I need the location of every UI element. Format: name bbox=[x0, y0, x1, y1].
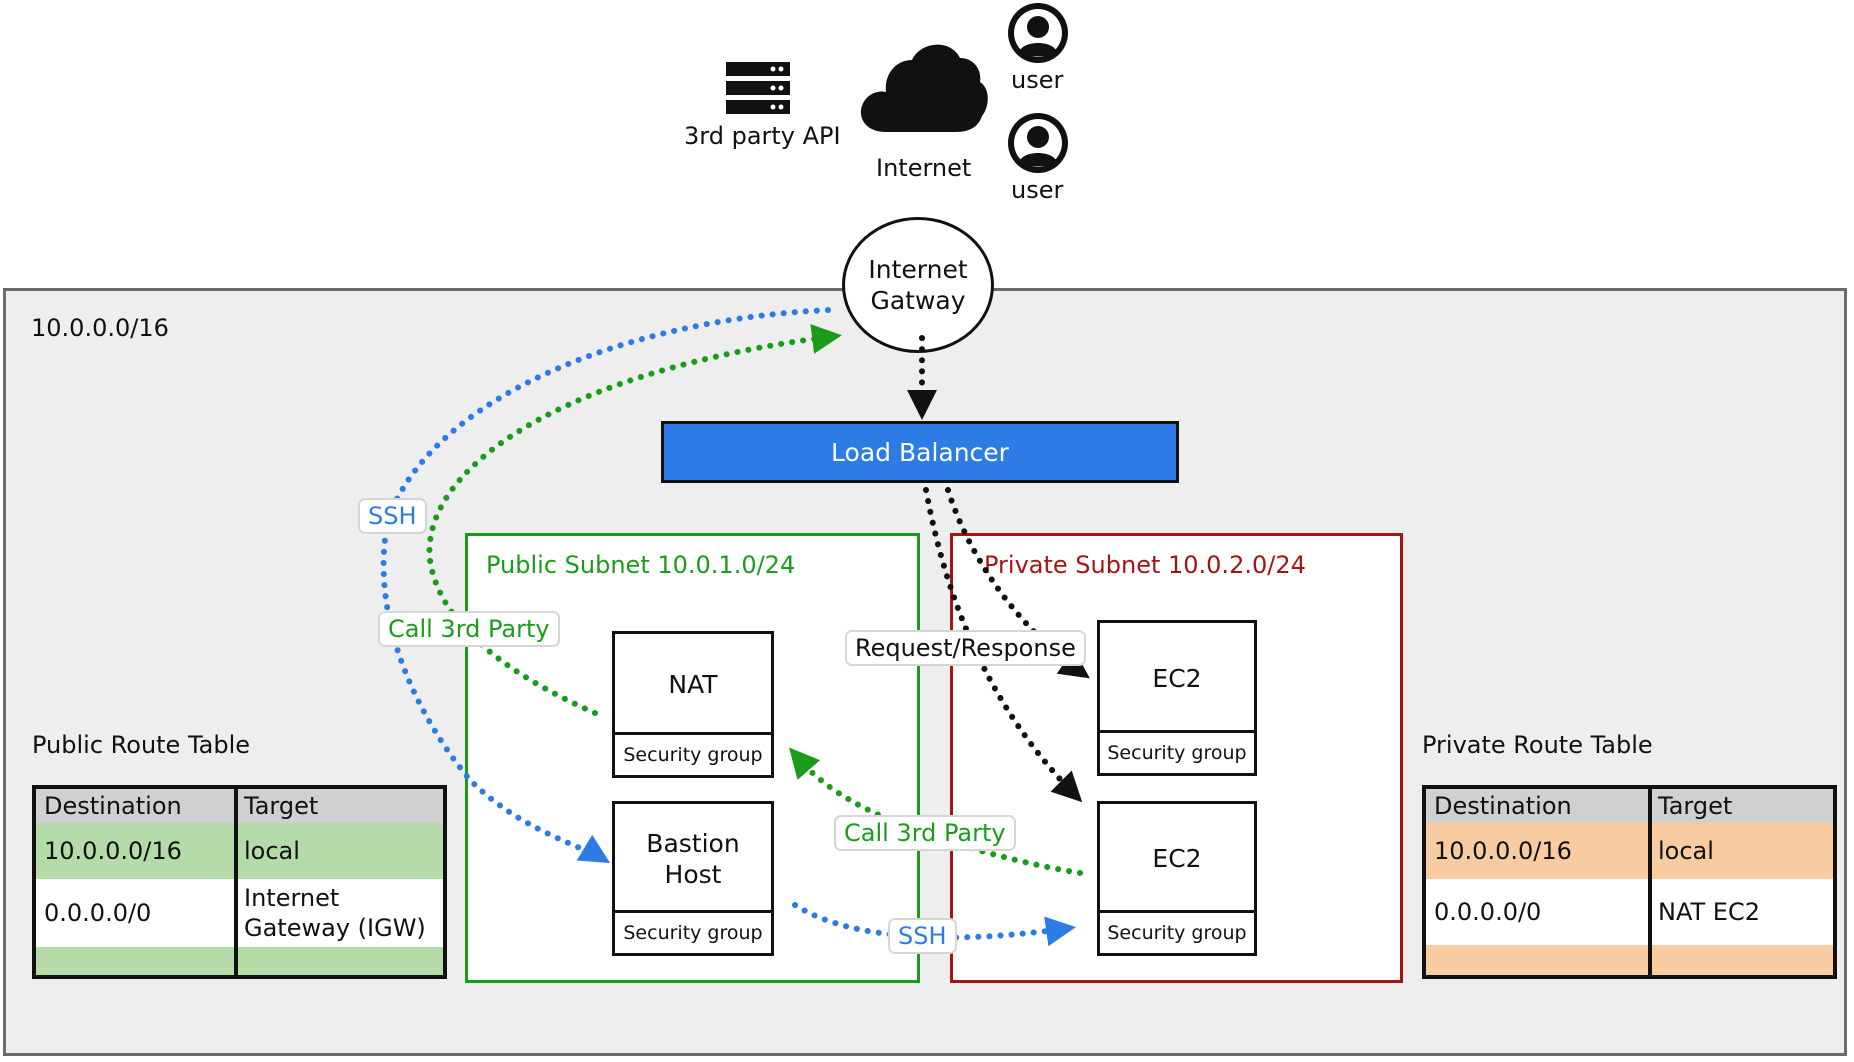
api-label: 3rd party API bbox=[684, 122, 841, 150]
bastion-security-group: Security group bbox=[615, 910, 771, 953]
cloud-icon bbox=[860, 44, 988, 132]
internet-label: Internet bbox=[876, 154, 972, 182]
gateway-line2: Gatway bbox=[870, 286, 966, 315]
public-route-table: Destination Target 10.0.0.0/16 local 0.0… bbox=[32, 785, 447, 979]
call-3rd-party-edge-label: Call 3rd Party bbox=[378, 611, 560, 647]
ssh-edge-label: SSH bbox=[358, 498, 427, 534]
user-label: user bbox=[1011, 176, 1064, 204]
table-row: 0.0.0.0/0 Internet Gateway (IGW) bbox=[36, 879, 443, 947]
table-cell: Internet Gateway (IGW) bbox=[244, 884, 426, 942]
nat-security-group: Security group bbox=[615, 732, 771, 775]
ec2-security-group: Security group bbox=[1100, 910, 1254, 953]
server-icon bbox=[726, 62, 790, 114]
table-cell: local bbox=[244, 837, 300, 865]
table-header-cell: Destination bbox=[44, 792, 182, 820]
load-balancer: Load Balancer bbox=[661, 421, 1179, 483]
table-header-cell: Target bbox=[1658, 792, 1733, 820]
table-cell: 10.0.0.0/16 bbox=[44, 837, 182, 865]
user-label: user bbox=[1011, 66, 1064, 94]
table-header-row: Destination Target bbox=[36, 789, 443, 823]
ssh-edge-label: SSH bbox=[888, 918, 957, 954]
ec2-security-group: Security group bbox=[1100, 730, 1254, 773]
table-cell: local bbox=[1658, 837, 1714, 865]
table-row bbox=[36, 947, 443, 975]
table-divider bbox=[1648, 789, 1652, 975]
user-icon bbox=[1008, 113, 1068, 173]
ec2-label: EC2 bbox=[1152, 844, 1202, 873]
private-route-table-title: Private Route Table bbox=[1422, 731, 1653, 759]
private-subnet-label: Private Subnet 10.0.2.0/24 bbox=[984, 551, 1306, 579]
table-row: 0.0.0.0/0 NAT EC2 bbox=[1426, 879, 1833, 945]
ec2-label: EC2 bbox=[1152, 663, 1202, 693]
table-cell: 0.0.0.0/0 bbox=[1434, 898, 1542, 926]
nat-box: NAT Security group bbox=[612, 631, 774, 778]
call-3rd-party-edge-label: Call 3rd Party bbox=[834, 815, 1016, 851]
table-divider bbox=[234, 789, 238, 975]
bastion-line2: Host bbox=[664, 859, 722, 889]
ec2-box: EC2 Security group bbox=[1097, 801, 1257, 956]
load-balancer-label: Load Balancer bbox=[831, 437, 1009, 467]
table-header-cell: Target bbox=[244, 792, 319, 820]
private-route-table: Destination Target 10.0.0.0/16 local 0.0… bbox=[1422, 785, 1837, 979]
table-header-row: Destination Target bbox=[1426, 789, 1833, 823]
bastion-line1: Bastion bbox=[646, 828, 740, 858]
nat-label: NAT bbox=[668, 670, 718, 699]
table-row: 10.0.0.0/16 local bbox=[36, 823, 443, 879]
user-icon bbox=[1008, 3, 1068, 63]
public-subnet-label: Public Subnet 10.0.1.0/24 bbox=[486, 551, 796, 579]
table-cell: 0.0.0.0/0 bbox=[44, 899, 152, 927]
table-row bbox=[1426, 945, 1833, 975]
ec2-box: EC2 Security group bbox=[1097, 620, 1257, 776]
public-route-table-title: Public Route Table bbox=[32, 731, 251, 759]
gateway-line1: Internet bbox=[868, 255, 968, 284]
table-cell: 10.0.0.0/16 bbox=[1434, 837, 1572, 865]
table-cell: NAT EC2 bbox=[1658, 898, 1760, 926]
table-row: 10.0.0.0/16 local bbox=[1426, 823, 1833, 879]
request-response-edge-label: Request/Response bbox=[845, 630, 1086, 666]
vpc-cidr-label: 10.0.0.0/16 bbox=[31, 314, 169, 342]
table-header-cell: Destination bbox=[1434, 792, 1572, 820]
